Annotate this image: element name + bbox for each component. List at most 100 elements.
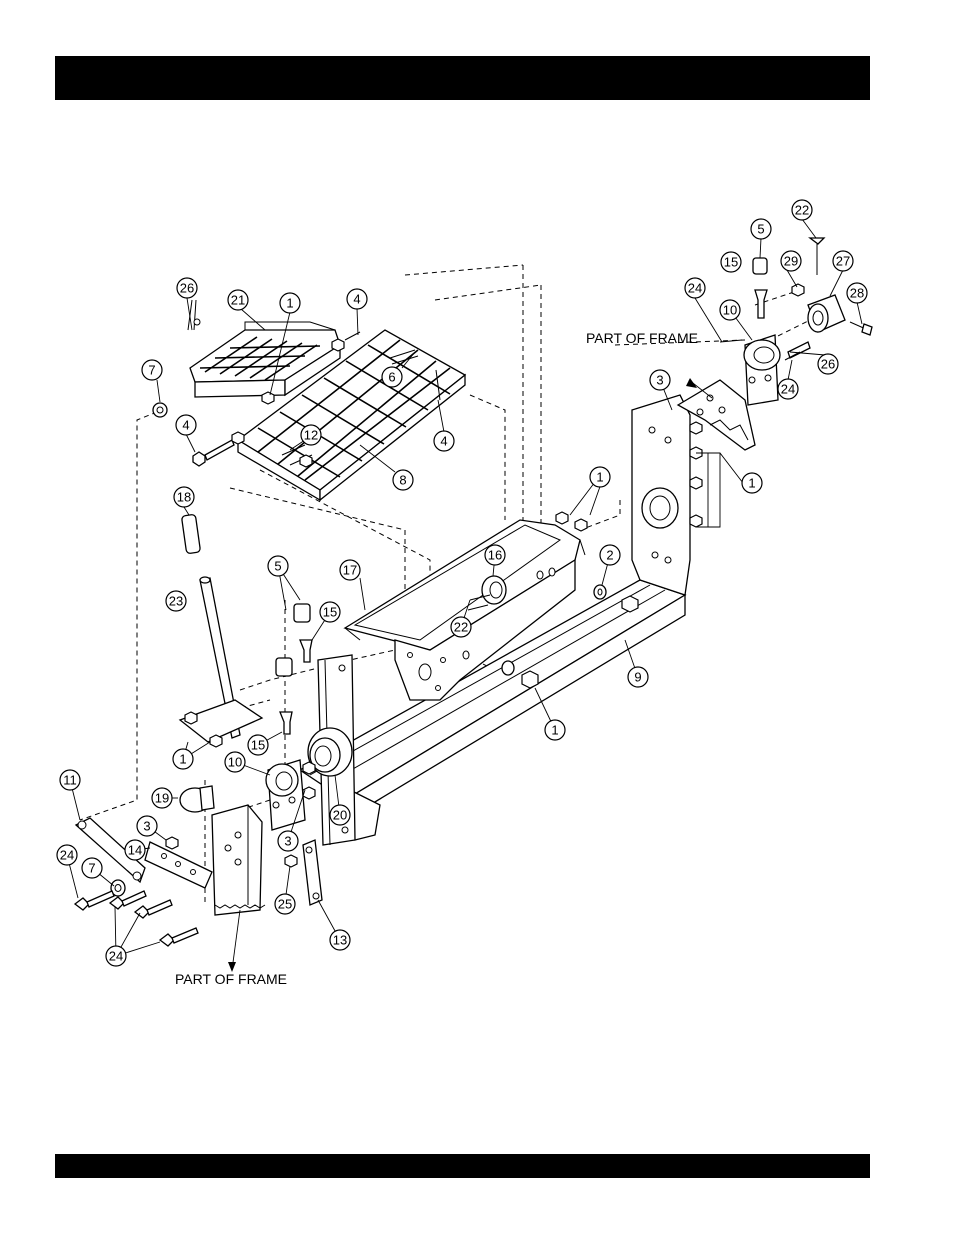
callout-21: 21 [228,290,248,310]
svg-text:29: 29 [784,254,798,269]
svg-text:24: 24 [781,382,795,397]
svg-text:17: 17 [343,563,357,578]
callout-22-hopper: 22 [451,617,471,637]
lower-pillow-block-10 [266,760,315,830]
svg-text:16: 16 [488,548,502,563]
svg-text:3: 3 [284,834,291,849]
callout-19: 19 [152,788,172,808]
callout-27: 27 [833,251,853,271]
upper-pillow-block-10 [744,335,780,405]
callout-10-top: 10 [720,300,740,320]
callout-7-lower: 7 [82,858,102,878]
callout-28: 28 [847,283,867,303]
svg-text:1: 1 [596,470,603,485]
callout-13: 13 [330,930,350,950]
svg-text:22: 22 [795,203,809,218]
callout-3-center: 3 [278,831,298,851]
callout-15-top: 15 [721,252,741,272]
callout-12: 12 [301,425,321,445]
callout-24-right: 24 [778,379,798,399]
lower-frame-piece [212,805,265,915]
callout-7-top: 7 [142,360,162,380]
svg-text:11: 11 [63,773,77,788]
callout-4-left: 4 [176,415,196,435]
svg-text:1: 1 [179,752,186,767]
svg-text:1: 1 [286,296,293,311]
center-bushings [276,604,312,734]
callout-25: 25 [275,894,295,914]
callout-18: 18 [174,487,194,507]
callout-26-top-left: 26 [177,278,197,298]
callout-8: 8 [393,470,413,490]
callout-22-top: 22 [792,200,812,220]
svg-text:15: 15 [724,255,738,270]
callout-6: 6 [382,367,402,387]
svg-text:15: 15 [251,738,265,753]
callout-20: 20 [330,805,350,825]
callout-1-lever: 1 [173,749,193,769]
callout-9: 9 [628,667,648,687]
callout-14: 14 [125,840,145,860]
callout-2: 2 [600,545,620,565]
svg-text:10: 10 [228,755,242,770]
svg-text:24: 24 [109,949,123,964]
callout-1-top: 1 [280,293,300,313]
svg-text:10: 10 [723,303,737,318]
callout-17: 17 [340,560,360,580]
callout-16: 16 [485,545,505,565]
callout-3-left: 3 [137,816,157,836]
right-frame-upright [632,395,702,595]
callout-23: 23 [166,591,186,611]
svg-text:4: 4 [182,418,189,433]
callout-5-center: 5 [268,556,288,576]
svg-text:7: 7 [88,861,95,876]
callout-24-bottom: 24 [106,946,126,966]
svg-text:18: 18 [177,490,191,505]
svg-text:12: 12 [304,428,318,443]
svg-text:7: 7 [148,363,155,378]
plate-14 [145,842,212,888]
svg-text:8: 8 [399,473,406,488]
svg-text:26: 26 [821,357,835,372]
callout-24-left: 24 [57,845,77,865]
callout-3-top: 3 [650,370,670,390]
svg-text:4: 4 [440,434,447,449]
callout-5-top: 5 [751,219,771,239]
callout-29: 29 [781,251,801,271]
svg-text:1: 1 [748,476,755,491]
callout-1-frame: 1 [742,473,762,493]
svg-text:2: 2 [606,548,613,563]
callout-15-center: 15 [320,602,340,622]
svg-text:25: 25 [278,897,292,912]
callout-11: 11 [60,770,80,790]
svg-text:22: 22 [454,620,468,635]
lower-frame-label: PART OF FRAME [175,971,287,987]
svg-text:5: 5 [274,559,281,574]
svg-text:15: 15 [323,605,337,620]
svg-text:20: 20 [333,808,347,823]
cap-19 [180,786,214,812]
svg-text:14: 14 [128,843,142,858]
svg-text:5: 5 [757,222,764,237]
svg-text:23: 23 [169,594,183,609]
svg-text:19: 19 [155,791,169,806]
callout-10-lower: 10 [225,752,245,772]
callout-24-top: 24 [685,278,705,298]
svg-text:27: 27 [836,254,850,269]
svg-text:9: 9 [634,670,641,685]
svg-text:1: 1 [551,723,558,738]
callout-26-right: 26 [818,354,838,374]
collar-27 [808,295,845,332]
callout-4-top: 4 [347,289,367,309]
callout-1-hopper: 1 [590,467,610,487]
svg-text:4: 4 [353,292,360,307]
svg-text:26: 26 [180,281,194,296]
callout-1-shaft: 1 [545,720,565,740]
callout-4-right: 4 [434,431,454,451]
callout-15-lower: 15 [248,735,268,755]
upper-frame-label: PART OF FRAME [586,330,698,346]
svg-text:24: 24 [688,281,702,296]
svg-text:28: 28 [850,286,864,301]
svg-text:3: 3 [656,373,663,388]
